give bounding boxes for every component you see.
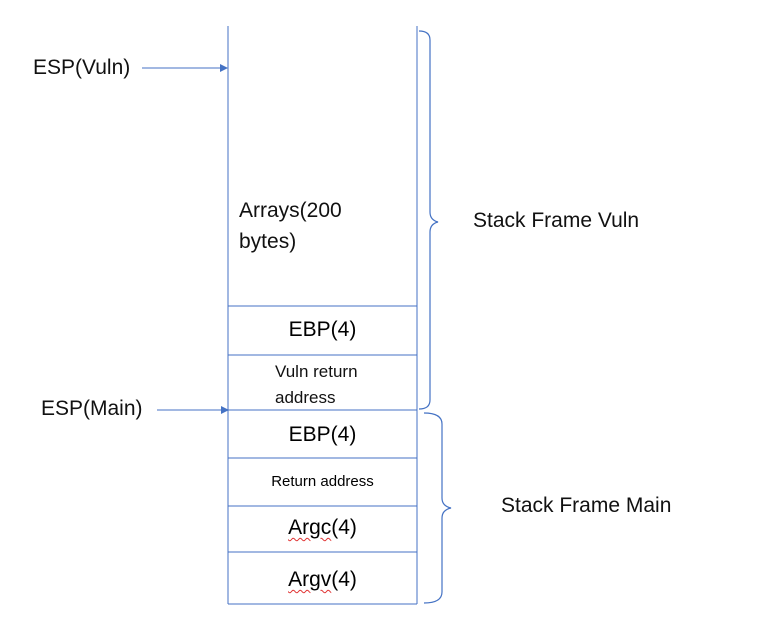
esp-main-label: ESP(Main) — [41, 397, 143, 420]
esp-vuln-arrow — [142, 64, 228, 72]
brace-main — [423, 412, 452, 604]
frame-main-label: Stack Frame Main — [501, 494, 672, 517]
ebp-vuln-cell: EBP(4) — [288, 318, 357, 341]
vuln-return-line1: Vuln return — [275, 362, 358, 381]
argv-cell: Argv(4) — [228, 568, 417, 592]
esp-main-arrow — [157, 406, 229, 414]
frame-vuln-label: Stack Frame Vuln — [473, 209, 640, 232]
arrays-label-line2: bytes) — [239, 230, 297, 253]
esp-vuln-label: ESP(Vuln) — [33, 56, 131, 79]
stack-column — [227, 26, 418, 605]
brace-vuln — [418, 30, 439, 410]
argc-text: Argc — [288, 516, 332, 539]
vuln-return-line2: address — [275, 388, 336, 407]
arrays-label-line1: Arrays(200 — [239, 199, 342, 222]
argc-size: (4) — [331, 516, 357, 539]
argv-size: (4) — [331, 568, 357, 591]
argv-text: Argv — [288, 568, 332, 591]
main-return-cell: Return address — [271, 473, 374, 490]
argc-cell: Argc(4) — [228, 516, 417, 540]
ebp-main-cell: EBP(4) — [288, 423, 357, 446]
